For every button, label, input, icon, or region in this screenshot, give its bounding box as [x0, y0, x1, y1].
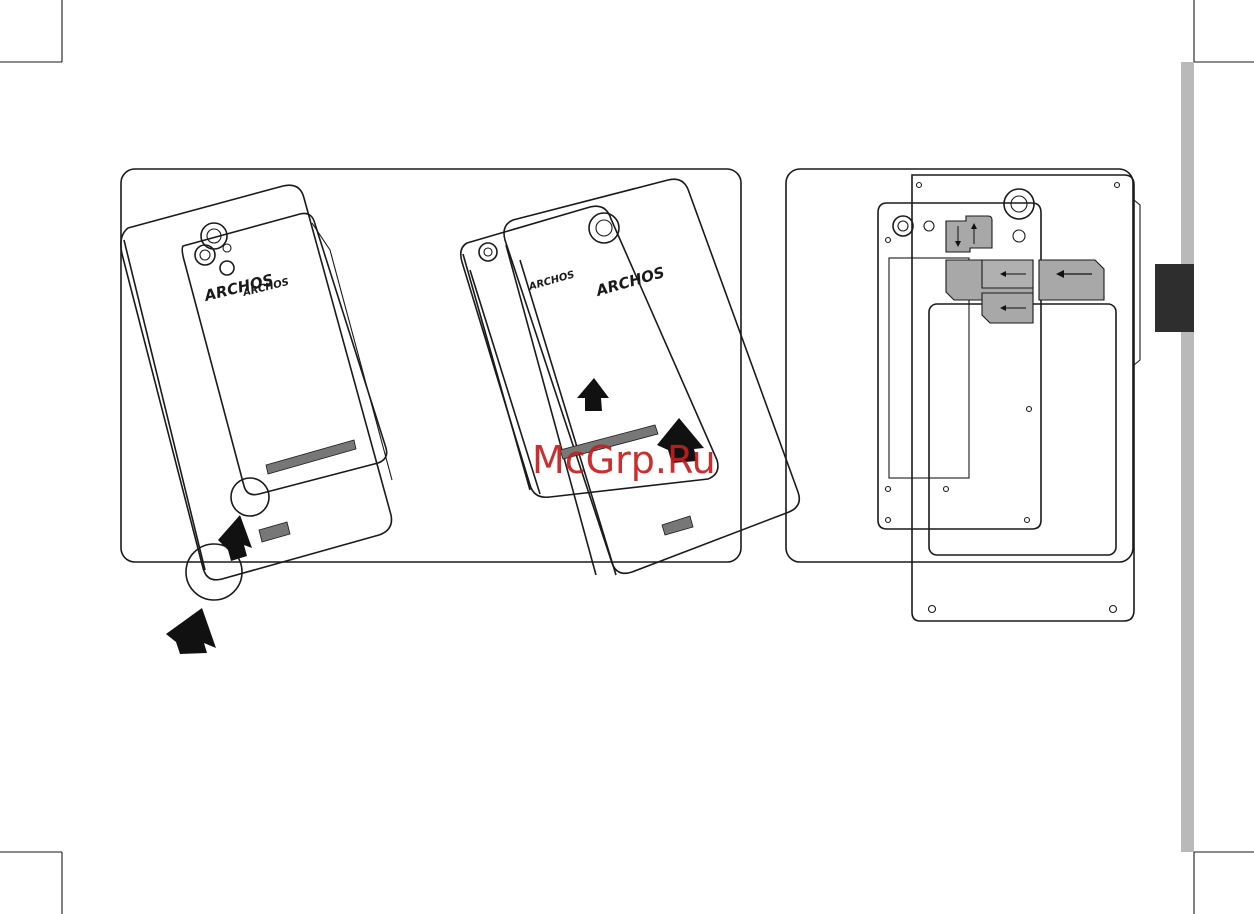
notch-highlight — [231, 478, 269, 516]
illustration-frame-left — [121, 169, 741, 562]
speaker-grille — [266, 440, 356, 474]
arrow-up-icon — [166, 608, 216, 654]
archos-logo: ARCHOS — [527, 269, 576, 293]
side-bar — [1181, 62, 1194, 852]
sim-card-icon — [1039, 260, 1104, 300]
archos-logo: ARCHOS — [593, 263, 666, 300]
arrow-up-icon — [577, 378, 609, 411]
watermark: McGrp.Ru — [532, 438, 716, 482]
camera-lens-icon — [1004, 189, 1034, 219]
camera-lens-icon — [479, 243, 497, 261]
arrow-up-icon — [218, 515, 252, 561]
camera-lens-icon — [893, 216, 913, 236]
section-tab — [1155, 264, 1194, 332]
phone-open-body — [878, 175, 1140, 621]
speaker-grille — [662, 516, 693, 535]
phone-back-cover-middle: ARCHOS ARCHOS — [461, 179, 800, 575]
phone-back-cover-left: ARCHOS ARCHOS — [121, 185, 392, 654]
micro-sd-card-icon — [946, 216, 992, 252]
speaker-grille — [259, 522, 290, 542]
sim-card-icon — [982, 293, 1033, 323]
